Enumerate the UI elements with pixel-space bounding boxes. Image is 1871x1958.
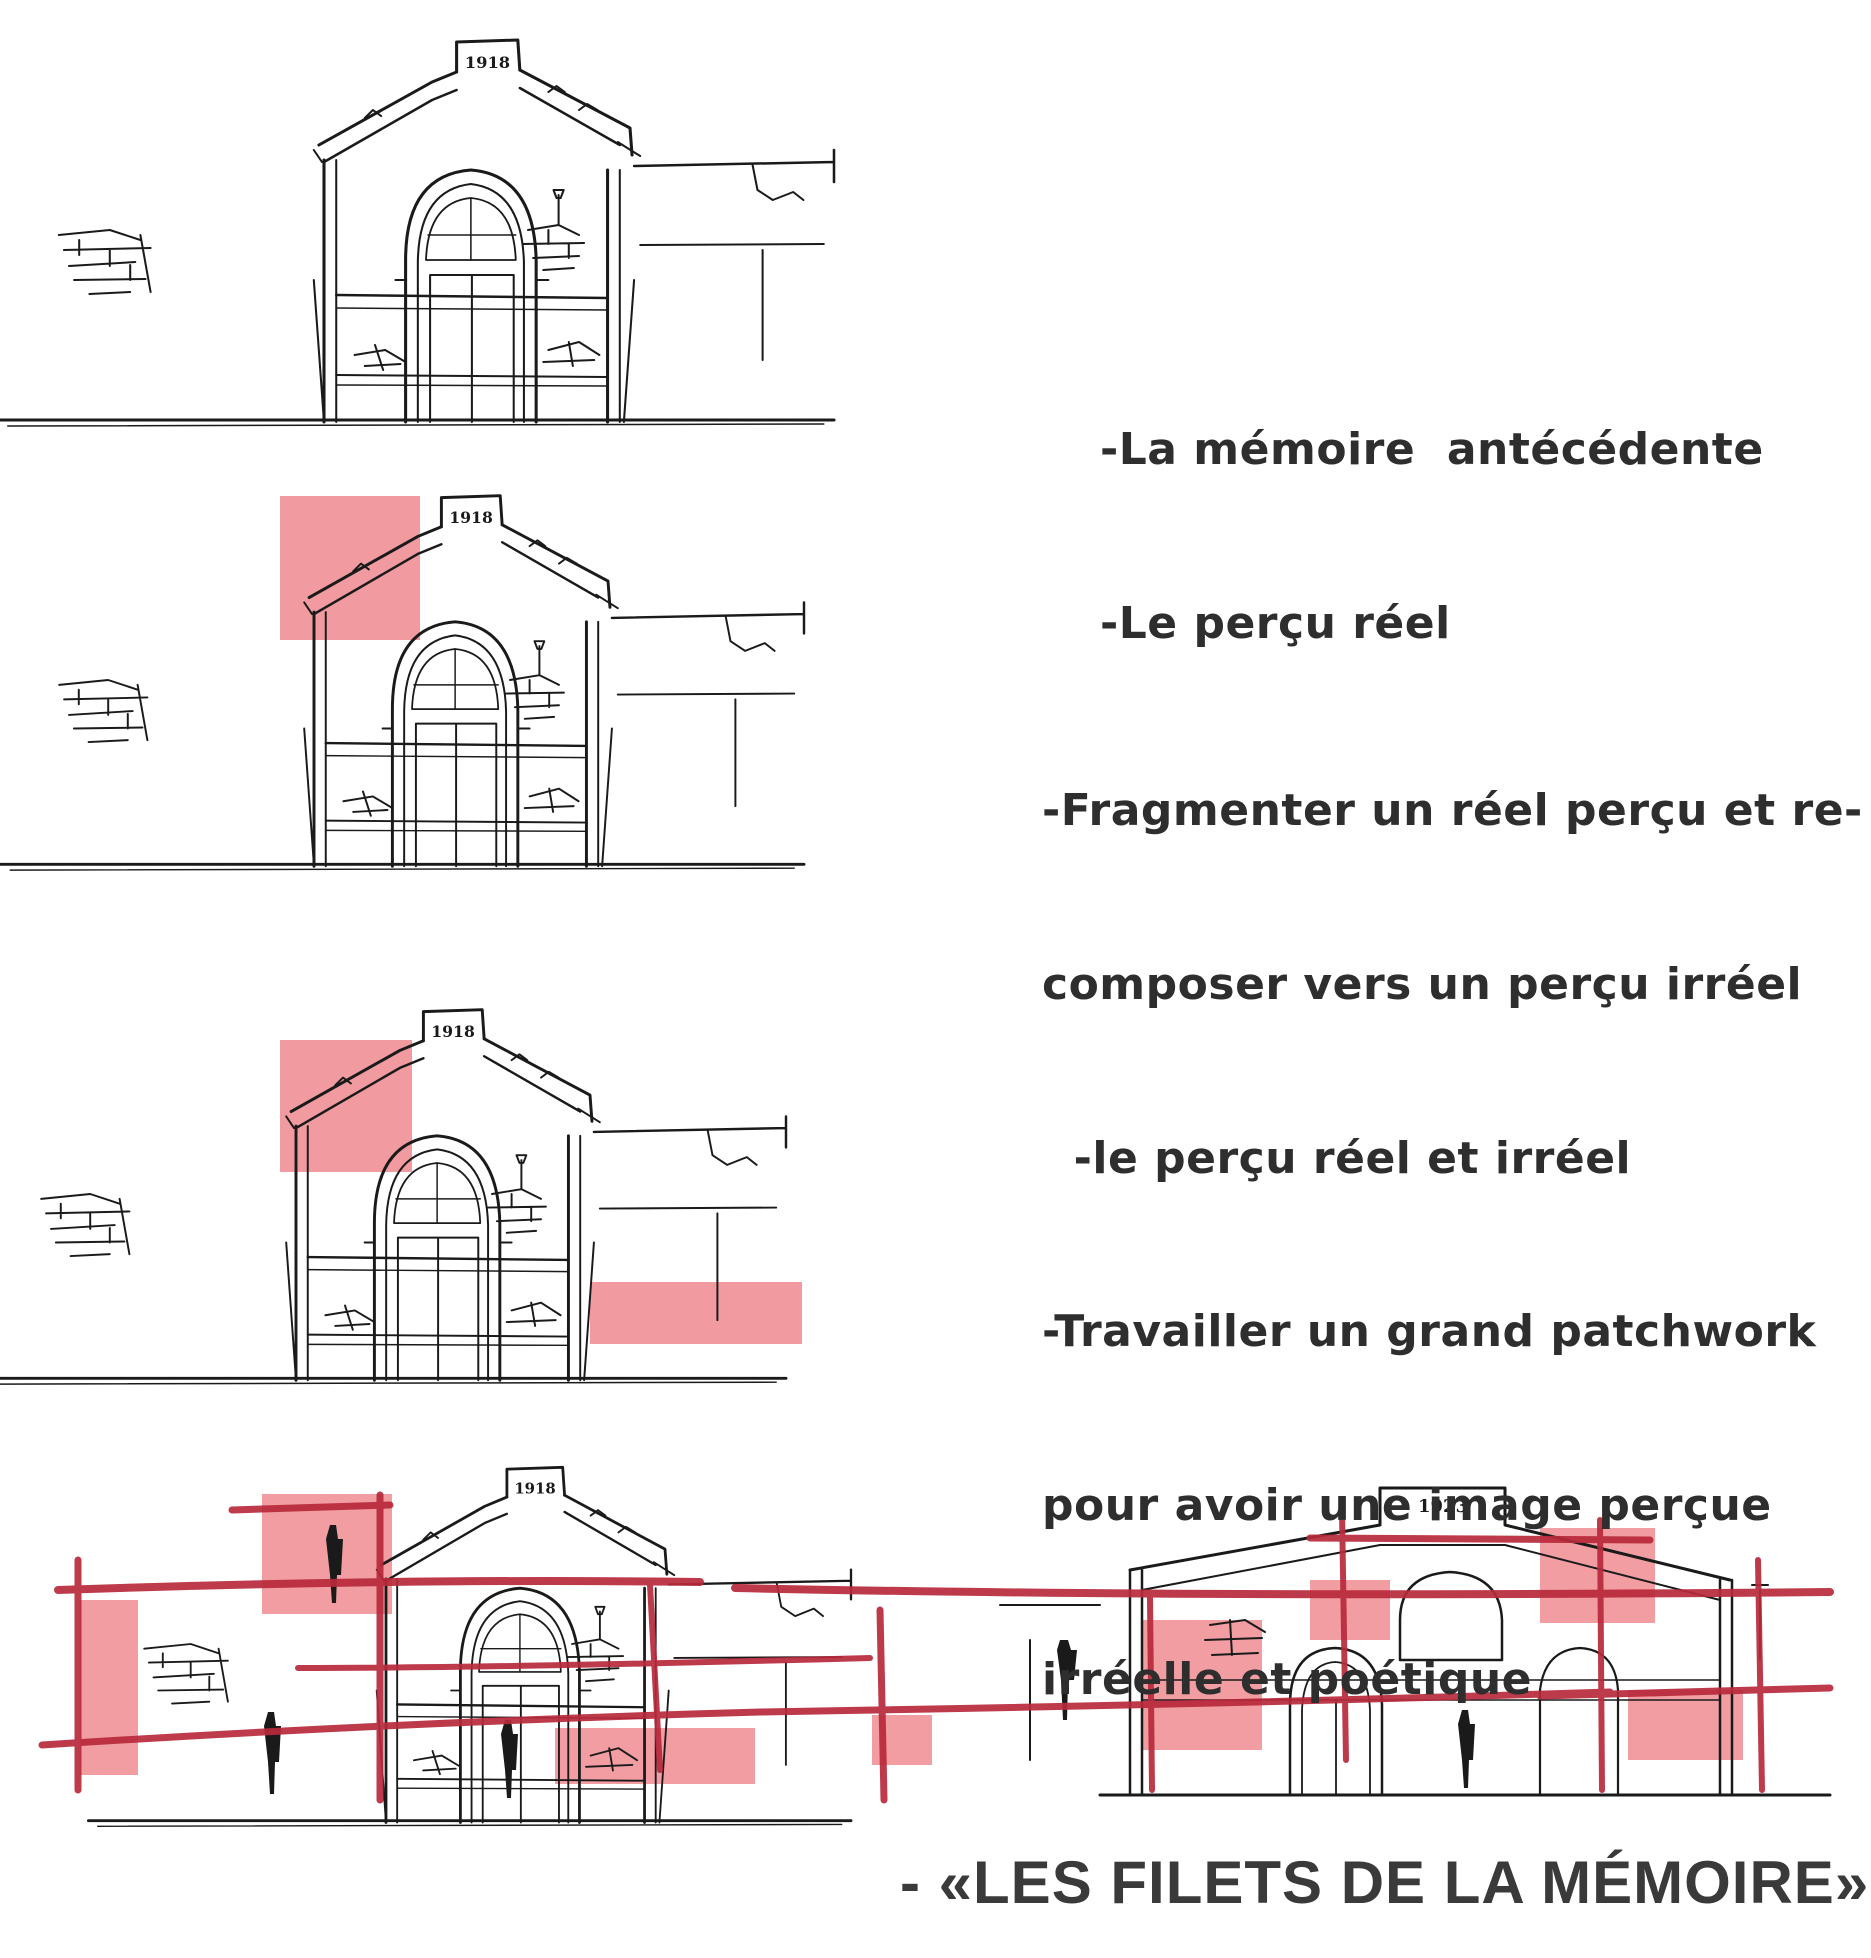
- memory-net-lines: [38, 1491, 1834, 1804]
- caption-3-line-1: -Travailler un grand patchwork: [1042, 1306, 1817, 1357]
- facade-date-2: 1918: [449, 508, 493, 527]
- panorama-date-right: 1923: [1418, 1496, 1468, 1517]
- facade-sketch-1: 1918: [0, 38, 836, 428]
- caption-2-line-3: -le perçu réel et irréel: [1042, 1133, 1632, 1184]
- panorama-right-facade: 1923: [999, 1486, 1832, 1797]
- caption-2-line-2: composer vers un perçu irréel: [1042, 959, 1803, 1010]
- caption-panel-3: -Travailler un grand patchwork pour avoi…: [1042, 1187, 1816, 1767]
- caption-3-line-3: irréelle et poétique: [1042, 1654, 1533, 1705]
- caption-3-line-2: pour avoir une image perçue: [1042, 1480, 1772, 1531]
- caption-panel-2: -Fragmenter un réel perçu et re- compose…: [1042, 666, 1863, 1246]
- facade-date-3: 1918: [431, 1022, 475, 1041]
- caption-2-line-1: -Fragmenter un réel perçu et re-: [1042, 785, 1863, 836]
- facade-sketch-2: 1918: [0, 494, 806, 872]
- panorama-date-left: 1918: [514, 1479, 555, 1497]
- pink-patch-2a: [280, 496, 420, 640]
- pink-patch-3b: [590, 1282, 802, 1344]
- caption-1-line-2: -Le perçu réel: [1100, 598, 1451, 649]
- diagram-title: - «LES FILETS DE LA MÉMOIRE»: [900, 1849, 1870, 1916]
- facade-date-1: 1918: [465, 53, 510, 72]
- caption-1-line-1: -La mémoire antécédente: [1100, 424, 1764, 475]
- caption-panel-1: -La mémoire antécédente -Le perçu réel: [1100, 305, 1764, 711]
- panorama-left-facade: 1918: [87, 1465, 853, 1828]
- facade-sketch-3: 1918: [0, 1008, 788, 1386]
